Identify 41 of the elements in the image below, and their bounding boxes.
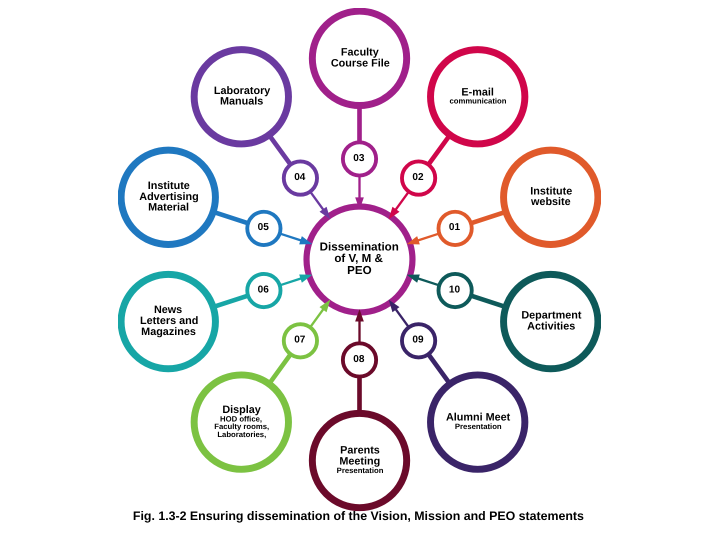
node-circle: 05	[245, 210, 282, 247]
node-circle: E-mail communication	[427, 46, 528, 148]
node-circle: Faculty Course File	[308, 8, 410, 110]
node-circle: 08	[340, 341, 378, 379]
node-circle: Alumni Meet Presentation	[427, 371, 528, 473]
connector	[267, 353, 292, 386]
node-circle: Dissemination of V, M & PEO	[303, 203, 416, 316]
connector	[267, 134, 292, 166]
node-circle: 04	[282, 160, 319, 197]
node-circle: Parents Meeting Presentation	[308, 410, 410, 512]
node-circle: 10	[436, 272, 474, 310]
connector	[212, 294, 249, 310]
arrow	[388, 191, 410, 220]
arrow	[309, 300, 330, 328]
arrow	[406, 232, 440, 244]
arrow	[406, 274, 440, 286]
node-circle: 06	[245, 272, 282, 310]
node-circle: 03	[340, 140, 378, 178]
node-circle: Laboratory Manuals	[190, 46, 292, 148]
arrow	[280, 274, 312, 286]
node-circle: 02	[400, 160, 438, 197]
arrow	[309, 191, 330, 220]
connector	[426, 134, 452, 166]
node-circle: Institute Advertising Material	[118, 146, 219, 248]
connector	[470, 294, 506, 310]
node-circle: 07	[282, 322, 319, 360]
node-circle: 01	[436, 210, 474, 247]
node-circle: Display HOD office, Faculty rooms, Laboratories,	[190, 371, 292, 473]
connector	[426, 353, 452, 386]
connector	[357, 106, 362, 142]
arrow	[355, 176, 364, 210]
arrow	[388, 300, 410, 328]
node-circle: Institute website	[500, 146, 601, 248]
node-circle: News Letters and Magazines	[118, 270, 219, 372]
connector	[212, 210, 249, 226]
node-circle: Department Activities	[500, 270, 601, 372]
node-circle: 09	[400, 322, 438, 360]
arrow	[355, 309, 364, 344]
caption: Fig. 1.3-2 Ensuring dissemination of the Vision, Mission and PEO statements	[132, 508, 584, 523]
connector	[470, 210, 506, 226]
arrow	[280, 232, 312, 244]
